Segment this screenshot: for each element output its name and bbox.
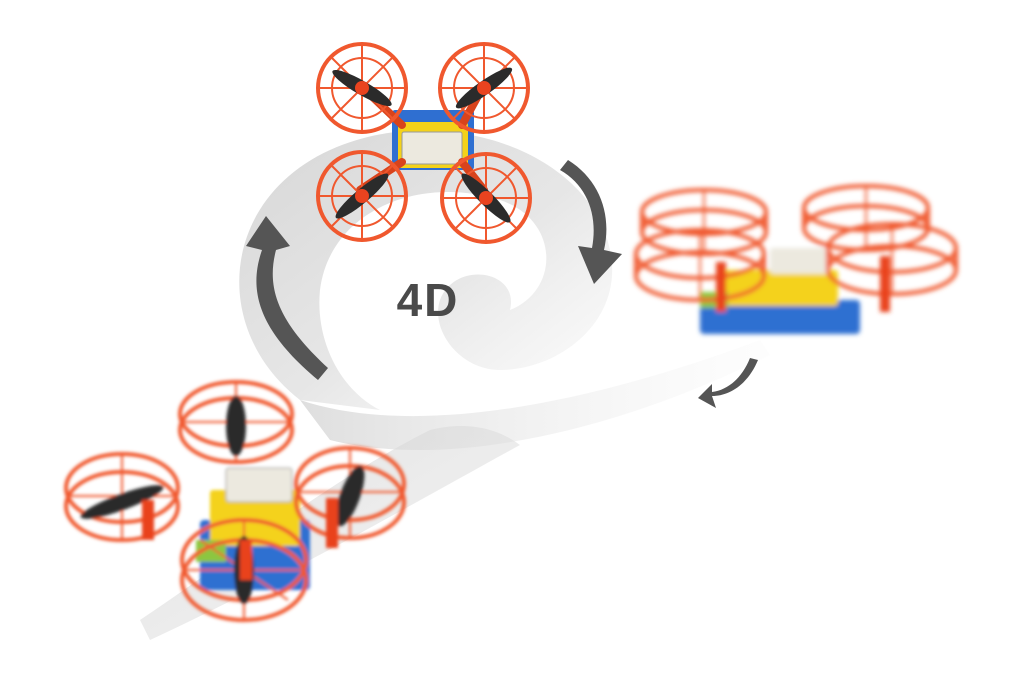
drone-battery [770,248,830,274]
propeller-cage [294,446,406,540]
drone-frame-base [700,300,860,334]
swoosh-tail-right [300,340,770,451]
rotation-arrow-icon [560,160,622,284]
propeller-cage [440,152,532,244]
rotation-arrow-icon [246,216,328,380]
drone-side-view [634,184,958,334]
rotation-arrow-icon [698,358,758,408]
drone-battery [401,131,463,165]
drone-battery [225,467,293,503]
propeller-cage [316,42,408,134]
propeller-cage [316,150,408,242]
propeller-cage [826,222,958,296]
propeller-cage [178,380,294,464]
propeller-cage [634,228,766,302]
drone-frame-yellow [718,270,838,306]
propeller-cage [64,452,180,542]
rotation-arrows [246,160,758,408]
drone-angled-view [64,380,406,622]
center-label: 4D [397,274,460,326]
propeller-cage [640,188,768,256]
drone-top-view [316,42,532,244]
drone-frame-yellow [210,490,300,546]
propeller-cage [438,42,530,134]
propeller-cage [802,184,930,252]
swoosh-loop [239,130,613,410]
